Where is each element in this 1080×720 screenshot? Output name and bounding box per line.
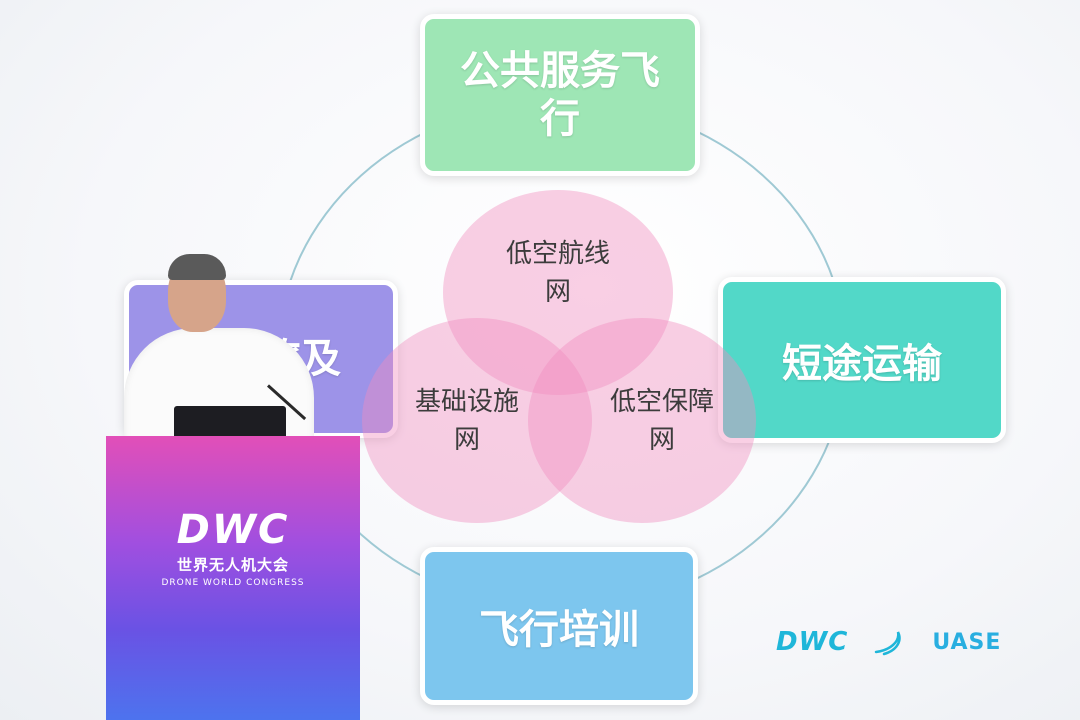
- box-top-label: 公共服务飞行: [460, 48, 660, 142]
- laptop: [174, 406, 286, 438]
- box-public-service-flight: 公共服务飞行: [420, 14, 700, 176]
- box-right-label: 短途运输: [782, 341, 942, 387]
- circle-right-line2: 网: [648, 424, 675, 455]
- podium-name-cn: 世界无人机大会: [176, 556, 289, 574]
- swoosh-icon: [875, 631, 902, 656]
- podium-name-en: DRONE WORLD CONGRESS: [161, 578, 305, 588]
- circle-right-line1: 低空保障: [609, 386, 714, 417]
- box-short-transport: 短途运输: [718, 277, 1006, 443]
- speaker-hair: [168, 254, 226, 280]
- podium: DWC 世界无人机大会 DRONE WORLD CONGRESS: [106, 436, 360, 720]
- slide-logos: DWC UASE: [776, 622, 1016, 662]
- circle-left-line1: 基础设施: [414, 386, 519, 417]
- circle-low-altitude-support-network: 低空保障 网: [528, 318, 756, 523]
- circle-top-line2: 网: [544, 276, 571, 307]
- circle-infrastructure-network: 基础设施 网: [362, 318, 592, 523]
- box-bottom-label: 飞行培训: [479, 607, 639, 653]
- circle-top-line1: 低空航线: [505, 238, 610, 269]
- circle-low-altitude-route-network: 低空航线 网: [443, 190, 673, 395]
- dwc-logo: DWC: [776, 627, 849, 657]
- uase-logo: UASE: [932, 629, 1002, 655]
- box-flight-training: 飞行培训: [420, 547, 698, 705]
- podium-logo: DWC: [176, 507, 290, 553]
- circle-left-line2: 网: [453, 424, 480, 455]
